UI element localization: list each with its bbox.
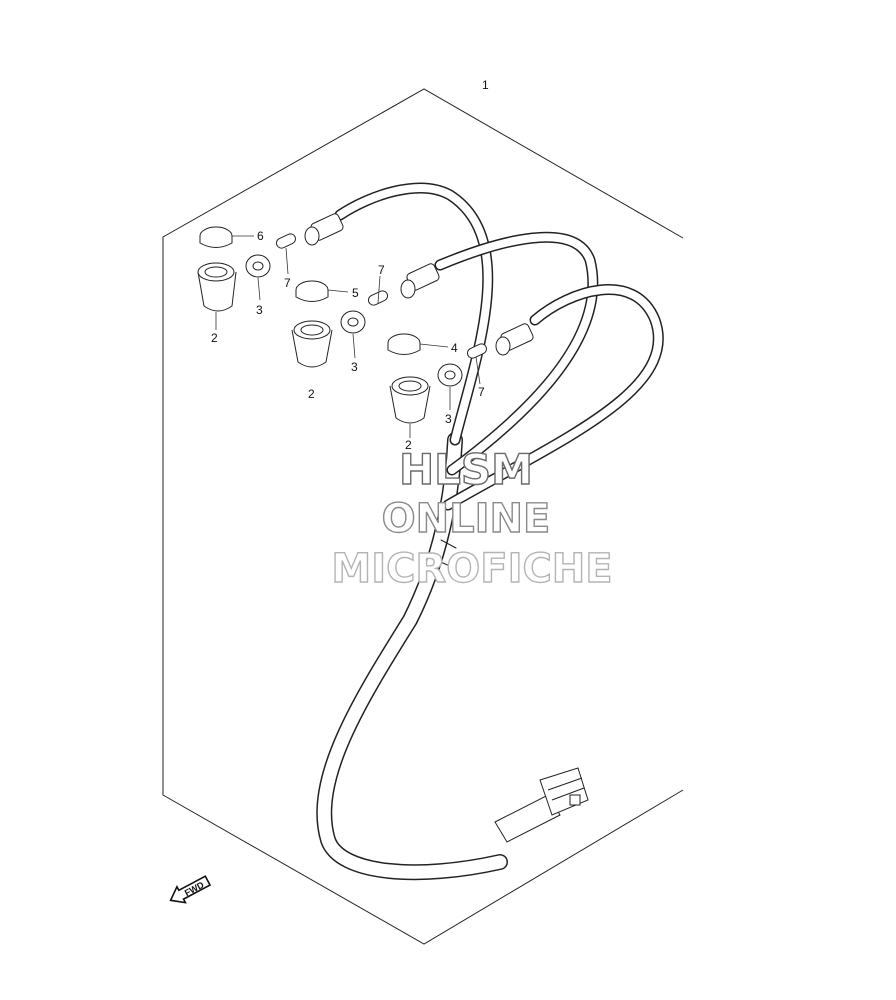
callout-5: 5 (352, 286, 359, 300)
callout-2-b: 2 (308, 387, 315, 401)
socket-2-b (291, 320, 333, 368)
fwd-arrow-icon: FWD (169, 875, 212, 904)
diagram-frame (162, 88, 684, 945)
watermark-line-3: MICROFICHE (331, 546, 612, 592)
callout-1: 1 (482, 78, 489, 92)
callout-2-c: 2 (405, 438, 412, 452)
callout-3-b: 3 (351, 360, 358, 374)
plug-connector-middle (400, 263, 440, 299)
callout-3-a: 3 (256, 303, 263, 317)
watermark-line-1: HLSM (399, 445, 533, 494)
washer-3-c (437, 363, 463, 387)
lens-cap-5 (295, 280, 329, 302)
wiring-harness (316, 182, 664, 881)
lens-cap-4 (387, 333, 421, 355)
washer-3-b (340, 310, 366, 334)
callout-4: 4 (451, 341, 458, 355)
lens-cap-6 (199, 226, 233, 248)
washer-3-a (245, 254, 271, 278)
callout-7-b: 7 (378, 263, 385, 277)
bulb-7-c (466, 343, 488, 359)
callout-2-a: 2 (211, 331, 218, 345)
leader-lines (215, 235, 481, 438)
socket-2-a (197, 262, 237, 312)
watermark-line-2: ONLINE (382, 496, 551, 542)
socket-2-c (389, 376, 431, 424)
harness-coupler (494, 767, 589, 843)
callout-6: 6 (257, 229, 264, 243)
callout-7-a: 7 (284, 276, 291, 290)
bulb-7-a (275, 233, 297, 249)
callout-3-c: 3 (445, 412, 452, 426)
plug-connector-top (304, 213, 344, 246)
plug-connector-lower (495, 323, 534, 356)
callout-7-c: 7 (478, 385, 485, 399)
